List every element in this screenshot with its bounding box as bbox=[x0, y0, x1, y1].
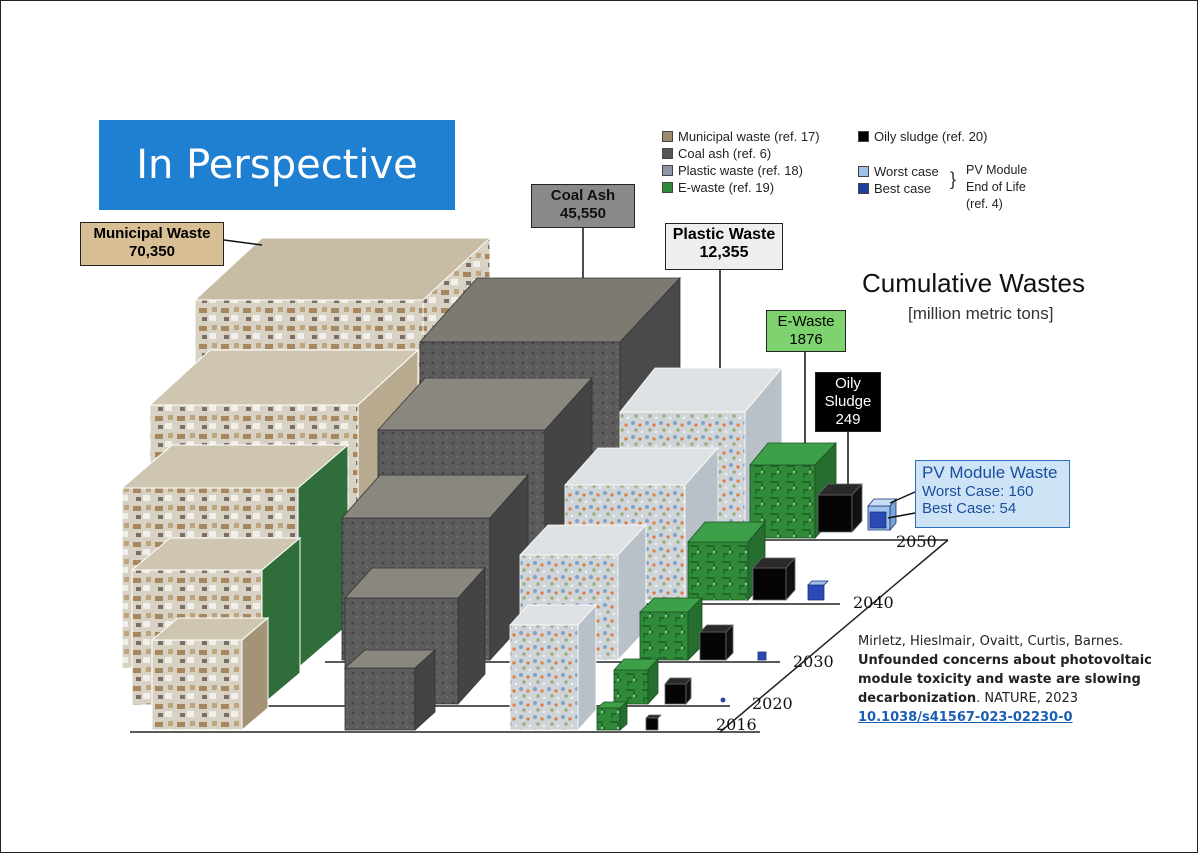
ewaste-swatch bbox=[662, 182, 673, 193]
worst-swatch bbox=[858, 166, 869, 177]
plastic-cube-2016 bbox=[509, 603, 597, 732]
legend-item: Worst case bbox=[858, 163, 939, 180]
pv-group-line: (ref. 4) bbox=[966, 197, 1003, 211]
callout-value: 70,350 bbox=[129, 243, 175, 260]
oily-cubes bbox=[645, 482, 863, 731]
pv-worst-value: Worst Case: 160 bbox=[922, 483, 1034, 500]
pv-callout: PV Module Waste Worst Case: 160 Best Cas… bbox=[915, 460, 1070, 528]
best-swatch bbox=[858, 183, 869, 194]
legend-label: Worst case bbox=[874, 164, 939, 179]
legend-right: Oily sludge (ref. 20) bbox=[858, 128, 987, 145]
pv-group-line: End of Life bbox=[966, 180, 1026, 194]
pv-cubes bbox=[720, 497, 897, 703]
callout-name: E-Waste bbox=[777, 313, 835, 330]
ewaste-cube-2016 bbox=[595, 701, 629, 731]
plastic-callout: Plastic Waste 12,355 bbox=[665, 223, 783, 270]
pv-group-line: PV Module bbox=[966, 163, 1028, 177]
municipal-leader bbox=[223, 239, 263, 246]
citation-journal: . NATURE, 2023 bbox=[976, 691, 1079, 706]
callout-value: 249 bbox=[835, 411, 861, 428]
legend-label: Coal ash (ref. 6) bbox=[678, 146, 772, 161]
callout-leaders bbox=[223, 228, 916, 519]
callout-value: 45,550 bbox=[560, 205, 606, 222]
pv-cube-2030 bbox=[757, 651, 767, 661]
pv-best-leader bbox=[887, 512, 916, 519]
ewaste-callout: E-Waste 1876 bbox=[766, 310, 846, 352]
oily-cube-2050 bbox=[817, 482, 863, 534]
citation-title: decarbonization bbox=[858, 691, 977, 706]
legend-brace: } bbox=[950, 169, 957, 189]
citation-title: module toxicity and waste are slowing bbox=[858, 672, 1141, 687]
ewaste-cube-2020 bbox=[613, 657, 659, 706]
ewaste-cube-2040 bbox=[687, 520, 766, 602]
pv-worst-leader bbox=[889, 491, 916, 504]
legend-pv: Worst case Best case bbox=[858, 163, 939, 197]
legend-label: E-waste (ref. 19) bbox=[678, 180, 775, 195]
citation-title: Unfounded concerns about photovoltaic bbox=[858, 653, 1152, 668]
pv-cube-2040 bbox=[807, 580, 829, 601]
oily-cube-2016 bbox=[645, 714, 662, 731]
oily-swatch bbox=[858, 131, 869, 142]
pv-best-cube-2050 bbox=[869, 511, 887, 529]
coal-callout: Coal Ash 45,550 bbox=[531, 184, 635, 228]
ewaste-cubes bbox=[595, 442, 837, 731]
year-label: 2016 bbox=[716, 715, 757, 734]
municipal-callout: Municipal Waste 70,350 bbox=[80, 222, 224, 266]
plastic-swatch bbox=[662, 165, 673, 176]
legend-label: Best case bbox=[874, 181, 932, 196]
callout-name: Coal Ash bbox=[550, 187, 616, 204]
legend-left: Municipal waste (ref. 17) Coal ash (ref.… bbox=[662, 128, 820, 196]
year-label: 2050 bbox=[896, 532, 937, 551]
municipal-swatch bbox=[662, 131, 673, 142]
year-label: 2040 bbox=[853, 593, 894, 612]
chart-title: Cumulative Wastes bbox=[862, 268, 1085, 298]
oily-callout: Oily Sludge 249 bbox=[815, 372, 881, 432]
legend-pv-group: PV Module End of Life (ref. 4) bbox=[966, 162, 1027, 213]
callout-value: 1876 bbox=[789, 331, 823, 348]
callout-name: Municipal Waste bbox=[93, 225, 211, 242]
page-title: In Perspective bbox=[99, 120, 455, 210]
coal-cube-2016 bbox=[343, 649, 437, 731]
callout-name: Plastic Waste bbox=[672, 226, 776, 243]
year-label: 2030 bbox=[793, 652, 834, 671]
citation: Mirletz, Hieslmair, Ovaitt, Curtis, Barn… bbox=[858, 632, 1178, 727]
legend-label: Municipal waste (ref. 17) bbox=[678, 129, 820, 144]
municipal-cube-2016 bbox=[150, 616, 270, 732]
year-label: 2020 bbox=[752, 694, 793, 713]
chart-subtitle: [million metric tons] bbox=[908, 304, 1054, 323]
legend-label: Plastic waste (ref. 18) bbox=[678, 163, 803, 178]
oily-cube-2040 bbox=[752, 556, 796, 602]
ewaste-cube-2030 bbox=[639, 597, 703, 661]
pv-dot-2020 bbox=[720, 697, 726, 703]
callout-name: Oily bbox=[835, 375, 861, 392]
callout-name: Sludge bbox=[824, 393, 872, 410]
legend-item: Best case bbox=[858, 180, 939, 197]
legend-item: Coal ash (ref. 6) bbox=[662, 145, 820, 162]
depth-axis bbox=[719, 539, 949, 733]
callout-name: PV Module Waste bbox=[922, 463, 1058, 482]
callout-value: 12,355 bbox=[699, 244, 749, 261]
citation-authors: Mirletz, Hieslmair, Ovaitt, Curtis, Barn… bbox=[858, 634, 1124, 649]
legend-item: Plastic waste (ref. 18) bbox=[662, 162, 820, 179]
pv-best-value: Best Case: 54 bbox=[922, 500, 1017, 517]
oily-cube-2030 bbox=[699, 624, 734, 661]
legend-item: E-waste (ref. 19) bbox=[662, 179, 820, 196]
legend-item: Municipal waste (ref. 17) bbox=[662, 128, 820, 145]
oily-cube-2020 bbox=[664, 676, 692, 706]
legend-label: Oily sludge (ref. 20) bbox=[874, 129, 988, 144]
legend-item: Oily sludge (ref. 20) bbox=[858, 128, 987, 145]
coal-swatch bbox=[662, 148, 673, 159]
citation-doi-link[interactable]: 10.1038/s41567-023-02230-0 bbox=[858, 710, 1073, 725]
plastic-cubes bbox=[509, 366, 783, 732]
